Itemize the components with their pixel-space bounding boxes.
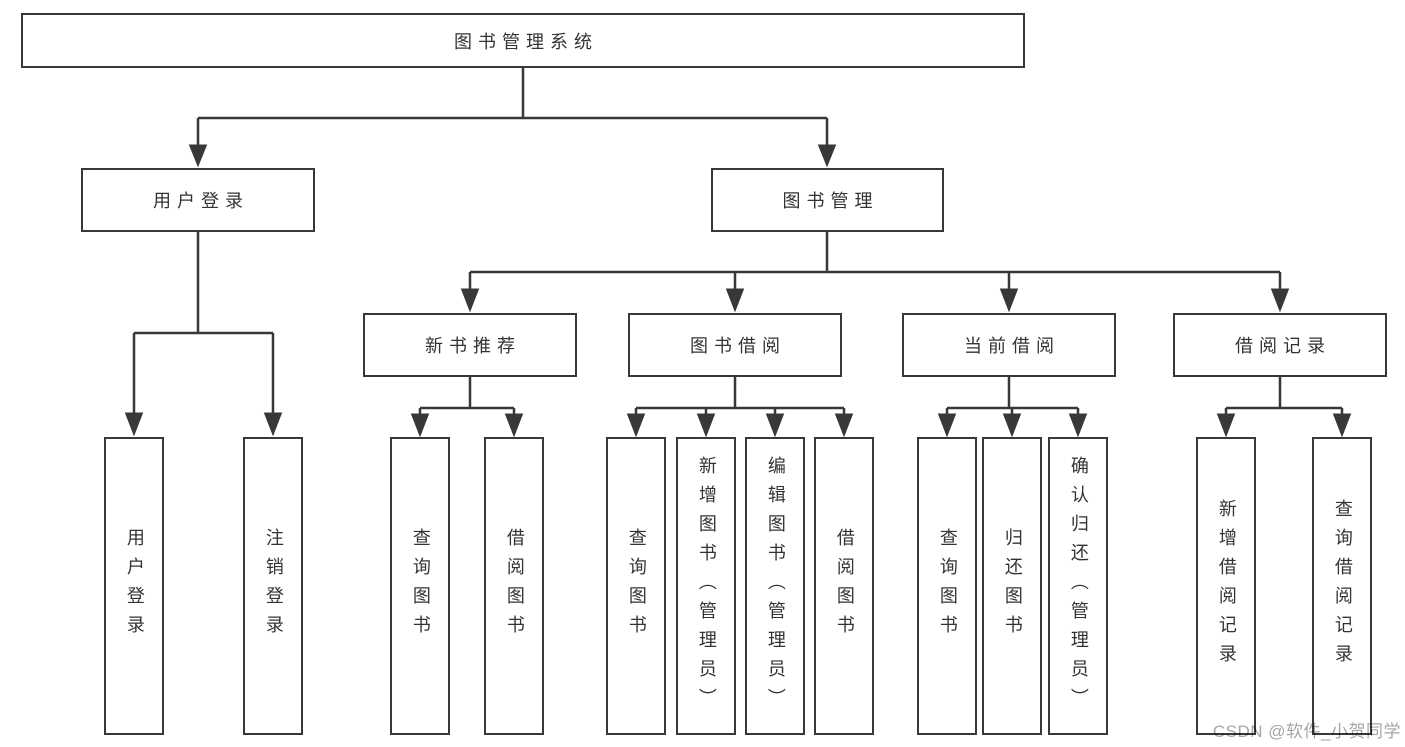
leaf-return-books: 归还图书 [982, 437, 1042, 735]
node-book-management-branch: 图书管理 [711, 168, 944, 232]
node-root-library-management-system: 图书管理系统 [21, 13, 1025, 68]
leaf-edit-books-admin: 编辑图书（管理员） [745, 437, 805, 735]
connector-new-book-group-to-leaves [410, 377, 524, 438]
node-user-login-branch: 用户登录 [81, 168, 315, 232]
connector-current-borrowing-group-to-leaves [937, 377, 1088, 438]
leaf-logout: 注销登录 [243, 437, 303, 735]
leaf-query-books-current: 查询图书 [917, 437, 977, 735]
connector-book-borrowing-group-to-leaves [626, 377, 854, 438]
csdn-watermark: CSDN @软件_小贺同学 [1212, 722, 1401, 741]
node-current-borrowing: 当前借阅 [902, 313, 1116, 377]
leaf-query-books-new: 查询图书 [390, 437, 450, 735]
node-borrowing-records: 借阅记录 [1173, 313, 1387, 377]
connector-borrowing-records-group-to-leaves [1216, 377, 1352, 438]
connector-user-login-to-leaves [124, 232, 283, 437]
leaf-add-books-admin: 新增图书（管理员） [676, 437, 736, 735]
leaf-borrow-books-new: 借阅图书 [484, 437, 544, 735]
node-new-book-recommendation: 新书推荐 [363, 313, 577, 377]
connector-book-management-to-groups [460, 232, 1290, 313]
leaf-confirm-return-admin: 确认归还（管理员） [1048, 437, 1108, 735]
leaf-user-login: 用户登录 [104, 437, 164, 735]
leaf-query-books-borrowing: 查询图书 [606, 437, 666, 735]
leaf-add-borrow-record: 新增借阅记录 [1196, 437, 1256, 735]
leaf-borrow-books-borrowing: 借阅图书 [814, 437, 874, 735]
leaf-query-borrow-record: 查询借阅记录 [1312, 437, 1372, 735]
node-book-borrowing: 图书借阅 [628, 313, 842, 377]
connector-root-to-level2 [188, 68, 837, 168]
